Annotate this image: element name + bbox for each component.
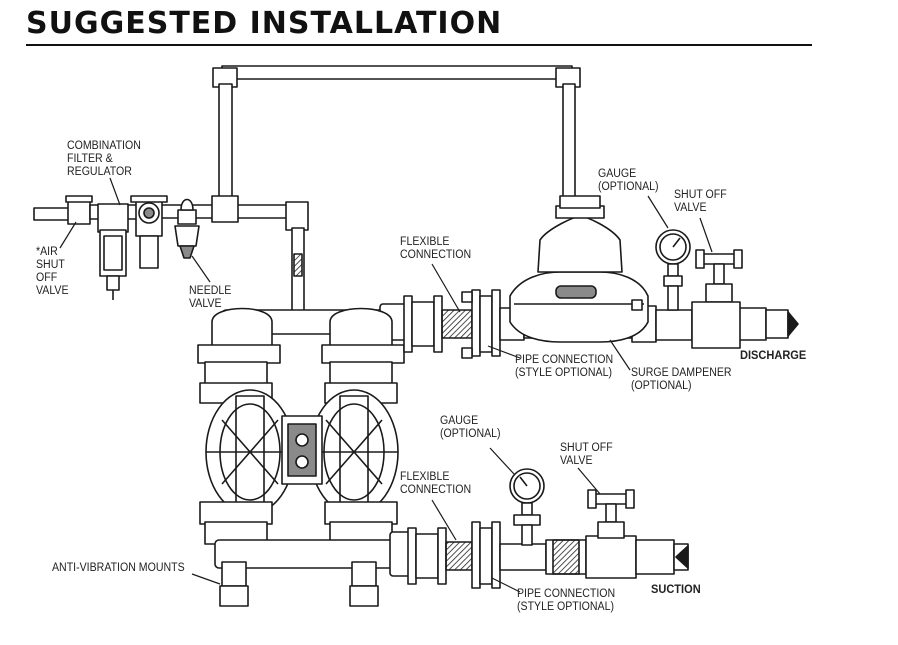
discharge-shut-off-valve	[691, 249, 743, 349]
title-underline	[26, 44, 812, 46]
leader-lines	[59, 177, 713, 593]
discharge-label: DISCHARGE	[740, 348, 807, 362]
air-shut-off-valve-label: *AIR SHUT OFF VALVE	[36, 246, 69, 297]
combination-filter-regulator	[89, 195, 168, 300]
discharge-flexible-connection	[403, 289, 501, 357]
suction-label: SUCTION	[651, 582, 701, 596]
discharge-gauge	[655, 229, 691, 311]
suction-shut-off-valve	[587, 489, 635, 539]
flexible-connection-top-label: FLEXIBLE CONNECTION	[400, 236, 472, 261]
surge-dampener	[461, 195, 649, 359]
discharge-arrow	[787, 311, 799, 337]
air-line-piping	[154, 65, 581, 314]
gauge-bottom-label: GAUGE (OPTIONAL)	[440, 415, 501, 440]
suction-arrow	[675, 545, 689, 569]
combination-filter-label: COMBINATION FILTER & REGULATOR	[67, 140, 141, 178]
needle-valve	[174, 198, 200, 259]
pipe-connection-top-label: PIPE CONNECTION (STYLE OPTIONAL)	[515, 354, 614, 379]
pipe-connection-bottom-label: PIPE CONNECTION (STYLE OPTIONAL)	[517, 588, 616, 613]
page-title: SUGGESTED INSTALLATION	[26, 6, 503, 41]
gauge-top-label: GAUGE (OPTIONAL)	[598, 168, 659, 193]
air-shut-off-valve	[33, 195, 93, 225]
anti-vibration-mounts-label: ANTI-VIBRATION MOUNTS	[52, 562, 185, 574]
suction-pipe	[499, 535, 689, 579]
shut-off-valve-bottom-label: SHUT OFF VALVE	[560, 442, 613, 467]
surge-dampener-label: SURGE DAMPENER (OPTIONAL)	[631, 367, 732, 392]
diaphragm-pump	[197, 303, 417, 607]
suction-gauge	[509, 468, 545, 546]
needle-valve-label: NEEDLE VALVE	[189, 285, 232, 310]
suction-flexible-connection	[407, 521, 501, 589]
shut-off-valve-top-label: SHUT OFF VALVE	[674, 189, 727, 214]
flexible-connection-bottom-label: FLEXIBLE CONNECTION	[400, 471, 472, 496]
